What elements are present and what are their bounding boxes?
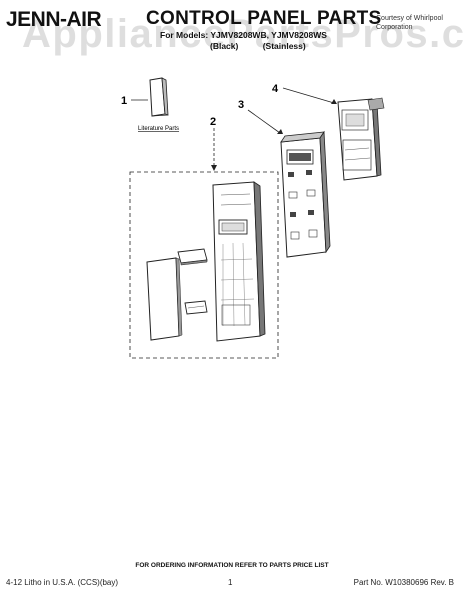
callout-1: 1 xyxy=(121,95,127,107)
assembly-box xyxy=(129,171,279,359)
leader-line-4 xyxy=(282,87,335,104)
model-list: For Models: YJMV8208WB, YJMV8208WS xyxy=(160,30,327,40)
copyright-note: Courtesy of Whirlpool Corporation xyxy=(376,15,443,31)
keypad-membrane xyxy=(146,257,183,341)
model-variants: (Black) (Stainless) xyxy=(210,41,306,51)
variant-black: (Black) xyxy=(210,41,239,51)
callout-3: 3 xyxy=(238,99,244,111)
control-panel-front xyxy=(212,181,266,342)
badge-label xyxy=(184,300,208,315)
control-panel-frame xyxy=(280,130,331,258)
variant-stainless: (Stainless) xyxy=(262,41,306,51)
brand-logo: JENN-AIR xyxy=(6,8,102,31)
litho-info: 4-12 Litho in U.S.A. (CCS)(bay) xyxy=(6,578,119,587)
control-bracket xyxy=(337,97,385,181)
callout-4: 4 xyxy=(272,83,279,95)
literature-parts-label: Literature Parts xyxy=(138,126,179,132)
display-window xyxy=(177,248,208,266)
callout-2: 2 xyxy=(210,116,216,128)
part-number: Part No. W10380696 Rev. B xyxy=(353,578,454,587)
leader-line-3 xyxy=(247,109,281,134)
literature-booklet xyxy=(149,77,169,117)
leader-arrow-3 xyxy=(277,129,283,134)
ordering-note: FOR ORDERING INFORMATION REFER TO PARTS … xyxy=(135,562,329,569)
leader-arrow-4 xyxy=(331,99,337,104)
leader-arrow-2 xyxy=(211,165,217,171)
page-title: CONTROL PANEL PARTS xyxy=(146,8,382,29)
page-number: 1 xyxy=(228,578,233,587)
